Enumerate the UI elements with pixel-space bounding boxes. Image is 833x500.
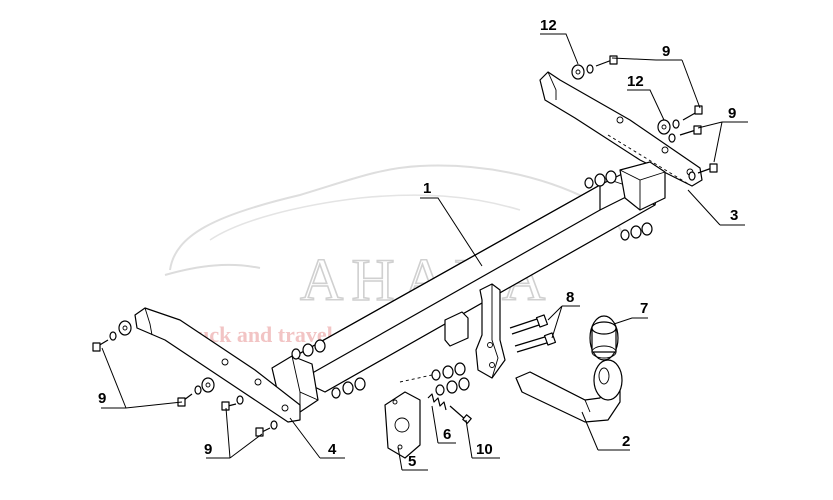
ballmount-socket xyxy=(444,283,506,379)
bolts-8 xyxy=(509,314,557,353)
leader-lines xyxy=(101,33,748,471)
label-part-5: 5 xyxy=(408,453,416,470)
watermark-car-window xyxy=(209,194,521,241)
left-bracket xyxy=(134,307,301,423)
crossbar xyxy=(271,161,666,413)
label-part-10: 10 xyxy=(476,441,493,458)
tow-ball xyxy=(589,315,619,361)
socket-plate xyxy=(384,391,421,459)
watermark-car-swoosh xyxy=(164,263,261,276)
label-part-9-left-lower: 9 xyxy=(204,441,212,458)
label-part-12-upper: 12 xyxy=(540,17,557,34)
label-part-8: 8 xyxy=(566,289,574,306)
label-part-4: 4 xyxy=(328,441,337,458)
label-part-12-lower: 12 xyxy=(627,73,644,90)
right-bracket xyxy=(539,71,703,187)
label-part-3: 3 xyxy=(730,207,738,224)
label-part-9-left-upper: 9 xyxy=(98,390,106,407)
ball-arm xyxy=(515,359,623,423)
label-part-6: 6 xyxy=(443,426,451,443)
label-part-7: 7 xyxy=(640,300,648,317)
label-part-2: 2 xyxy=(622,433,630,450)
spring xyxy=(427,393,447,411)
label-part-9-right-lower: 9 xyxy=(728,105,736,122)
label-part-1: 1 xyxy=(423,180,431,197)
screw-10 xyxy=(449,405,472,424)
fasteners xyxy=(92,55,718,437)
part-labels: 1 2 3 4 5 6 7 8 9 9 9 9 10 12 12 xyxy=(98,17,738,470)
label-part-9-right-upper: 9 xyxy=(662,43,670,60)
